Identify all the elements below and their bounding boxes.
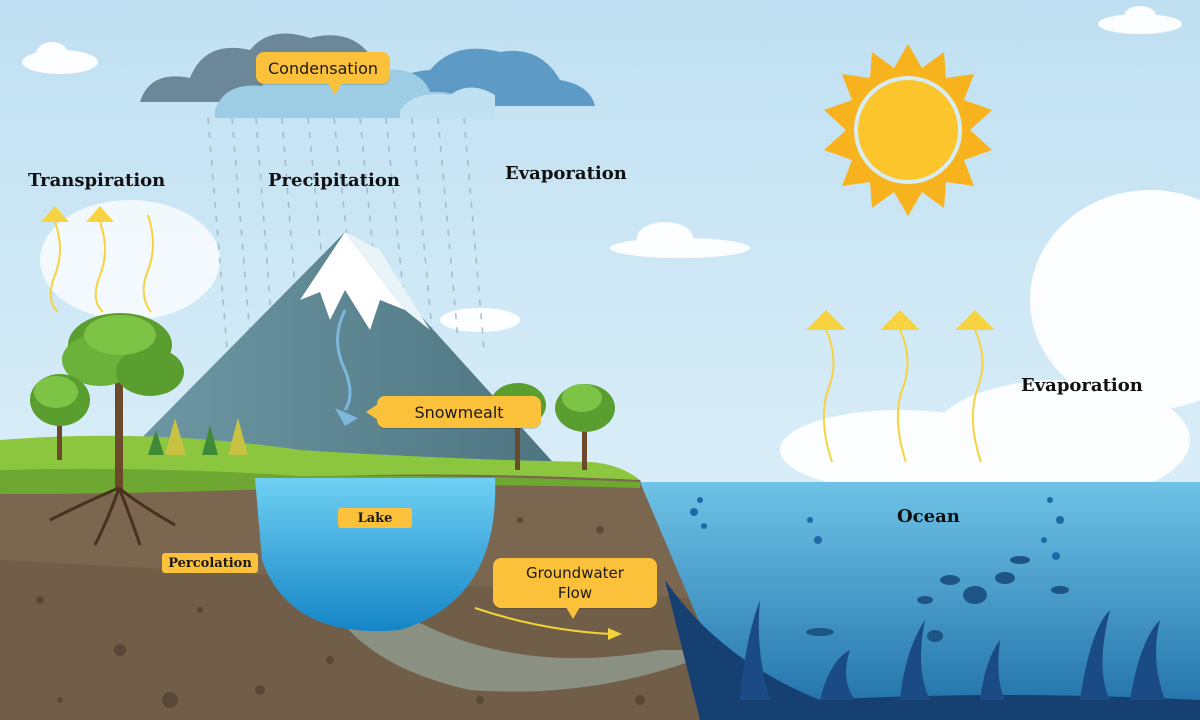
label-transpiration: Transpiration	[28, 170, 166, 191]
label-evaporation-top: Evaporation	[505, 163, 627, 184]
callout-groundwater-line2: Flow	[557, 584, 593, 602]
tree-large	[49, 313, 184, 546]
groundwater-band	[340, 600, 720, 692]
callout-groundwater-line1: Groundwater	[526, 564, 624, 582]
background-clouds	[22, 6, 1200, 500]
callout-condensation-pointer	[328, 83, 342, 95]
shrubs	[148, 418, 248, 455]
sun	[824, 44, 992, 216]
groundwater-arrow	[474, 607, 611, 635]
evaporation-arrows	[822, 329, 984, 463]
tree-small-left	[30, 374, 90, 460]
seabed	[665, 580, 1200, 720]
transpiration-arrows	[49, 214, 154, 313]
label-ocean: Ocean	[897, 506, 960, 527]
callout-groundwater-pointer	[566, 607, 580, 619]
tag-lake: Lake	[338, 508, 412, 528]
bubbles	[690, 497, 1064, 560]
callout-groundwater-flow: Groundwater Flow	[493, 558, 657, 608]
snowmelt-arrow	[336, 309, 352, 411]
fish	[806, 556, 1069, 642]
tag-percolation: Percolation	[162, 553, 258, 573]
sea-plants	[740, 600, 1165, 700]
callout-snowmelt: Snowmealt	[377, 396, 541, 428]
label-evaporation-right: Evaporation	[1021, 375, 1143, 396]
soil-pebbles	[36, 517, 645, 708]
callout-condensation-text: Condensation	[267, 58, 379, 78]
callout-snowmelt-text: Snowmealt	[414, 402, 504, 422]
lake	[255, 478, 496, 632]
label-precipitation: Precipitation	[268, 170, 400, 191]
callout-condensation: Condensation	[256, 52, 390, 84]
callout-snowmelt-pointer	[366, 404, 378, 420]
